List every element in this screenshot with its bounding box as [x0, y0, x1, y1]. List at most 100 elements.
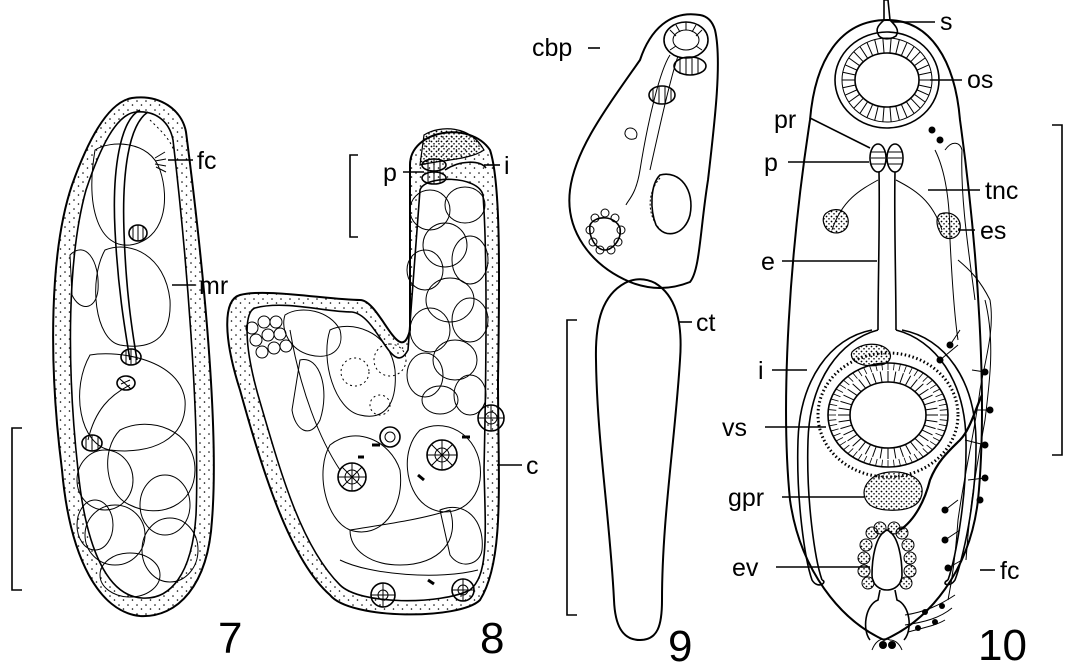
vesicle-cell — [874, 522, 886, 534]
sucker-ray — [910, 442, 917, 451]
sucker-ray — [924, 425, 935, 428]
sucker-papilla — [909, 367, 912, 373]
label-gpr-10: gpr — [728, 484, 764, 512]
sucker-ray — [906, 46, 914, 58]
sucker-ray — [845, 90, 857, 95]
sucker-ray — [906, 102, 914, 114]
vesicle-cell — [904, 565, 916, 577]
label-mr-7: mr — [199, 272, 228, 300]
sucker-ray — [924, 401, 935, 404]
label-i-8: i — [504, 152, 510, 180]
scale-bar-7 — [12, 428, 22, 590]
specimen-10 — [765, 0, 1062, 650]
sucker-ray — [883, 38, 884, 53]
vesicle-cell — [902, 539, 914, 551]
sucker-7c — [82, 435, 102, 451]
pharynx-9 — [649, 57, 706, 104]
label-vs-10: vs — [722, 414, 747, 442]
sucker-papilla — [858, 370, 862, 376]
sucker-papilla — [914, 370, 918, 376]
sucker-ray — [873, 446, 877, 456]
sucker-papilla — [831, 399, 839, 401]
sucker-papilla — [893, 363, 894, 370]
sucker-ray — [914, 58, 925, 66]
label-os-10: os — [967, 66, 993, 94]
figure-number-9: 9 — [668, 622, 692, 662]
vesicle-cell — [858, 552, 870, 564]
sucker-ray — [901, 104, 907, 117]
sucker-papilla — [833, 394, 840, 397]
figure-number-10: 10 — [978, 621, 1027, 662]
sucker-ray — [848, 389, 858, 395]
label-cbp-9: cbp — [532, 34, 572, 62]
sucker-papilla — [936, 433, 943, 436]
sucker-papilla — [923, 376, 928, 381]
sucker-papilla — [836, 438, 843, 442]
label-es-10: es — [980, 217, 1006, 245]
scale-bar-9 — [567, 320, 577, 615]
sucker-papilla — [936, 394, 943, 397]
sucker-papilla — [853, 373, 858, 379]
sucker-papilla — [914, 454, 918, 460]
sucker-papilla — [904, 366, 906, 373]
vesicle-cell — [860, 539, 872, 551]
sucker-ray — [854, 98, 864, 108]
label-pr-10: pr — [774, 106, 796, 134]
sucker-ray — [890, 38, 891, 53]
sucker-ray — [839, 408, 851, 410]
sucker-ray — [859, 442, 866, 451]
sucker-papilla — [909, 456, 912, 462]
sucker-papilla — [933, 389, 940, 393]
sucker-papilla — [919, 373, 924, 379]
sucker-papilla — [923, 448, 928, 453]
sucker-ray — [905, 444, 910, 454]
sucker-ray — [859, 379, 866, 388]
sucker-ray — [849, 94, 860, 102]
sucker-ray — [905, 376, 910, 386]
sucker-ray — [919, 389, 929, 395]
sucker-papilla — [869, 366, 871, 373]
sucker-ray — [922, 395, 933, 400]
specimen-7 — [12, 97, 214, 616]
label-e-10: e — [761, 248, 775, 276]
sucker-ray — [896, 106, 900, 120]
scale-bar-10 — [1052, 125, 1062, 455]
sucker-papilla — [864, 456, 867, 462]
label-fc-7: fc — [197, 147, 216, 175]
sucker-ray — [843, 430, 854, 435]
sucker-ray — [917, 65, 929, 70]
sucker-papilla — [937, 429, 945, 431]
sucker-papilla — [843, 445, 849, 450]
sucker-ray — [840, 425, 851, 428]
sucker-ray — [843, 72, 856, 75]
figure-number-7: 7 — [218, 614, 242, 662]
sucker-ray — [875, 106, 879, 120]
sucker-papilla — [839, 441, 845, 445]
label-i-10: i — [758, 357, 764, 385]
sucker-ray — [865, 444, 870, 454]
label-ct-9: ct — [696, 309, 716, 337]
sucker-ray — [854, 52, 864, 62]
sucker-ray — [883, 107, 884, 122]
sucker-papilla — [839, 384, 845, 388]
specimen-8 — [227, 129, 522, 615]
vesicle-cell — [862, 577, 874, 589]
ventral-sucker-10 — [818, 353, 958, 477]
sucker-ray — [894, 448, 896, 459]
sucker-ray — [873, 373, 877, 383]
sucker-papilla — [940, 410, 948, 411]
sucker-papilla — [848, 376, 853, 381]
vesicle-cell — [904, 552, 916, 564]
sucker-ray — [914, 94, 925, 102]
label-tnc-10: tnc — [985, 177, 1018, 205]
sucker-ray — [839, 420, 851, 422]
sucker-ray — [880, 448, 882, 459]
sucker-papilla — [927, 380, 933, 385]
figure-number-8: 8 — [480, 614, 504, 662]
sucker-papilla — [940, 420, 948, 421]
sucker-ray — [890, 107, 891, 122]
sucker-papilla — [882, 460, 883, 467]
sucker-papilla — [939, 404, 947, 405]
sucker-ray — [926, 408, 938, 410]
label-fc-10: fc — [1000, 557, 1019, 585]
